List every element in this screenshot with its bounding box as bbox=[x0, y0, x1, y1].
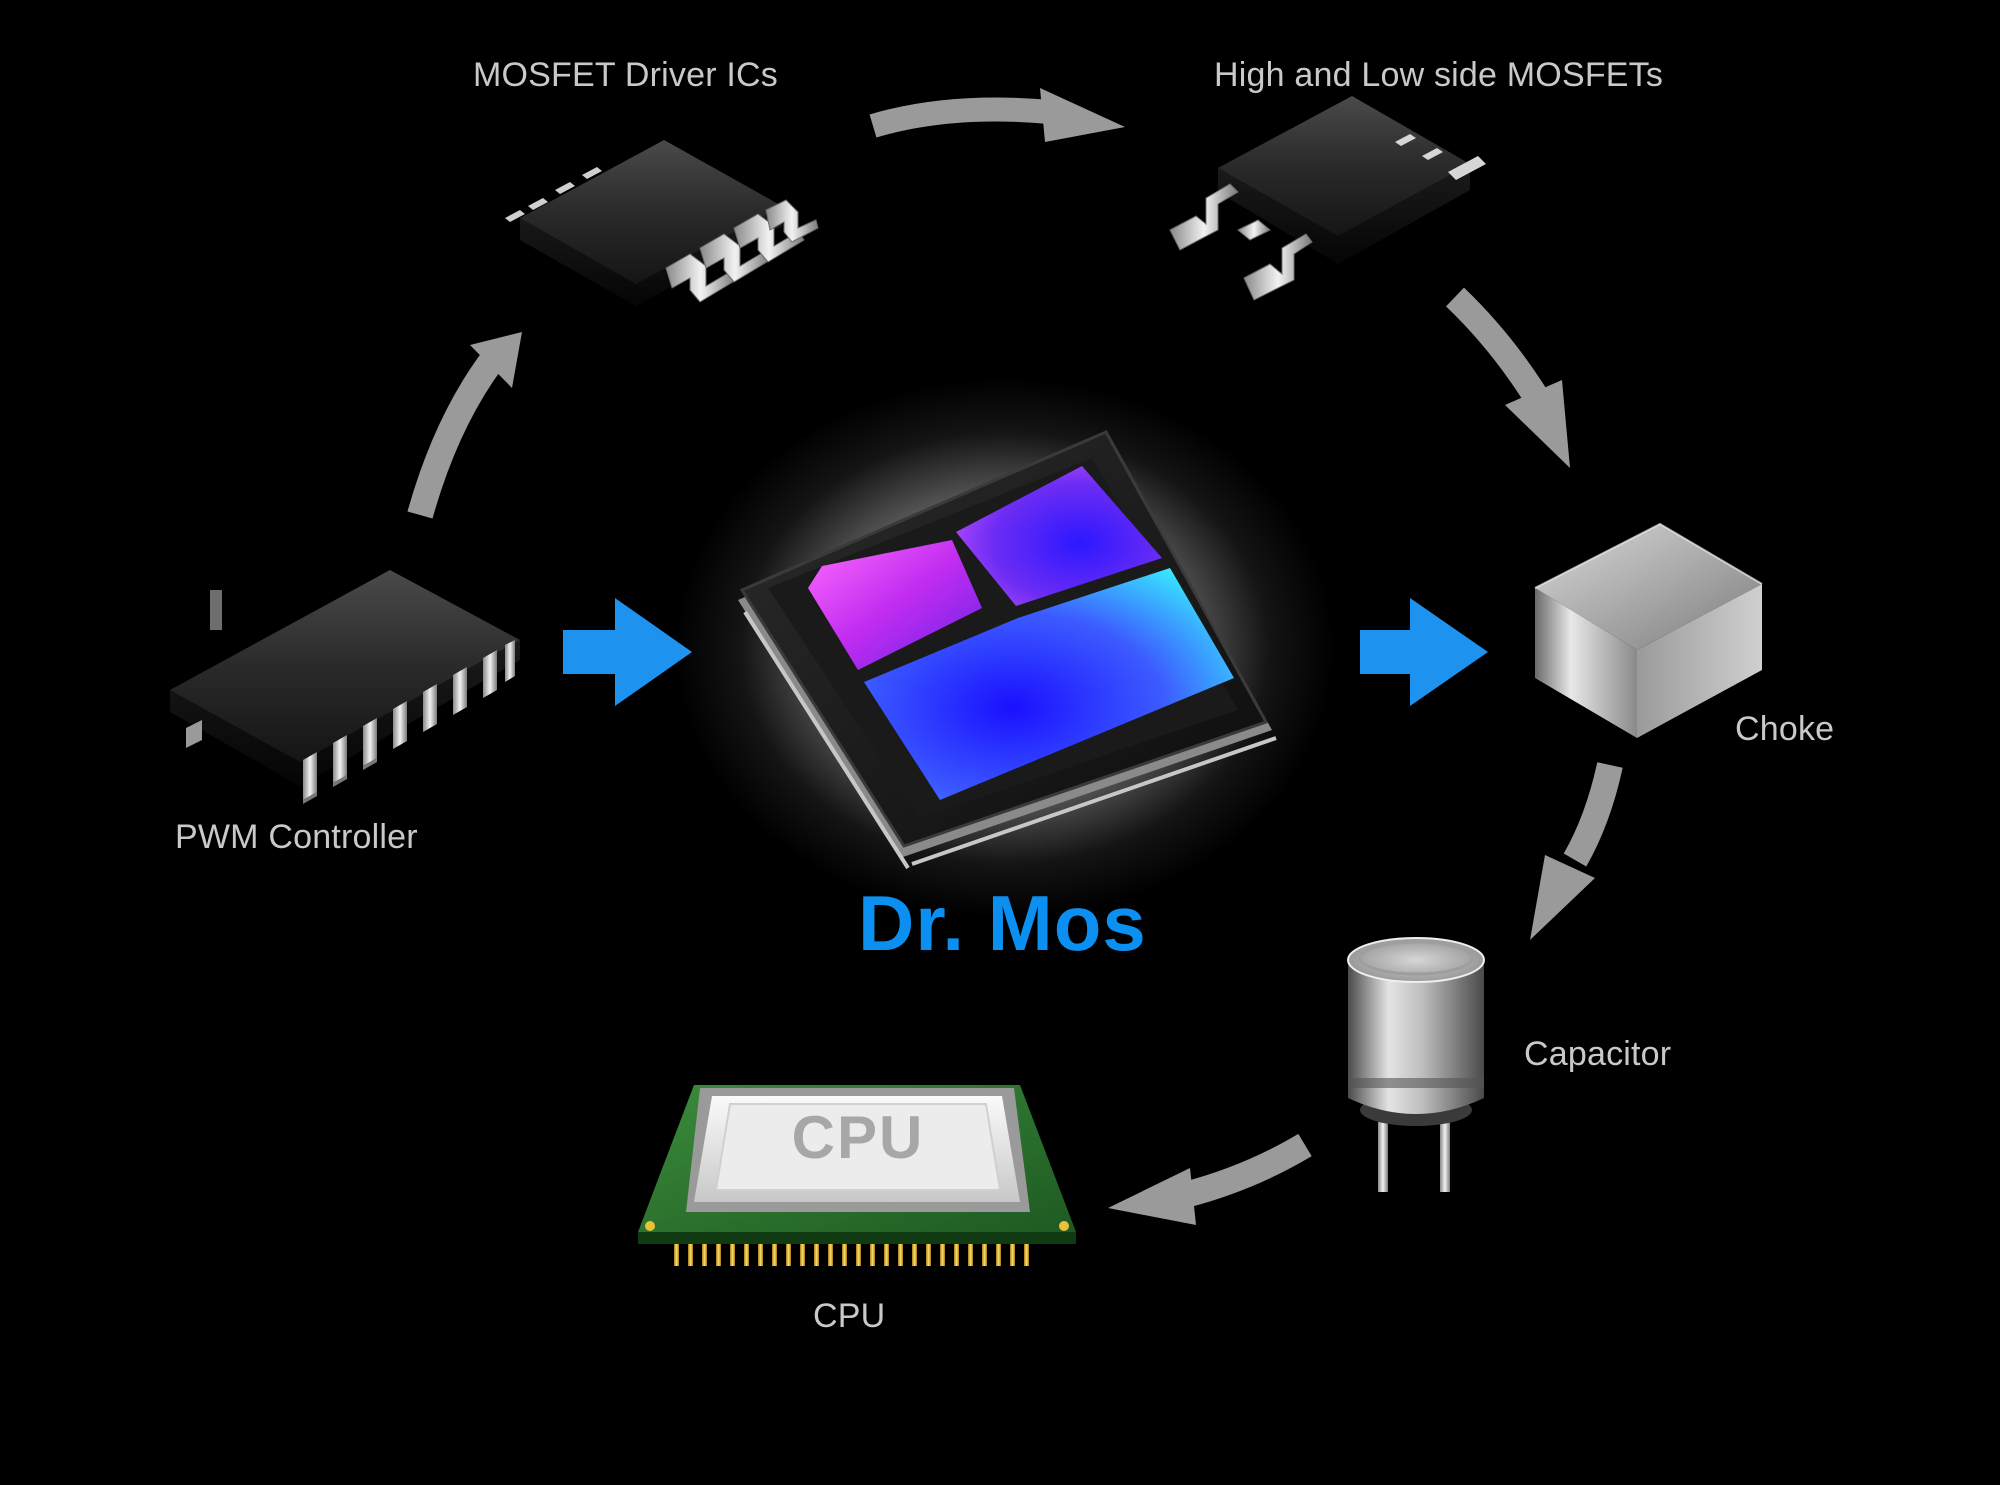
pwm-controller-icon bbox=[170, 570, 520, 804]
flow-arrow-mosfet-to-choke bbox=[1446, 287, 1570, 468]
cpu-icon: CPU bbox=[638, 1085, 1076, 1266]
choke-icon bbox=[1534, 522, 1763, 738]
cpu-chip-marking: CPU bbox=[792, 1104, 925, 1171]
label-high-low-side-mosfets: High and Low side MOSFETs bbox=[1214, 56, 1664, 94]
blue-arrow-pwm-to-drmos bbox=[563, 598, 692, 706]
label-cpu: CPU bbox=[813, 1297, 886, 1335]
flow-arrow-driver-to-mosfet bbox=[869, 88, 1125, 142]
mosfet-icon bbox=[1169, 96, 1486, 301]
label-capacitor: Capacitor bbox=[1524, 1035, 1672, 1073]
flow-arrow-choke-to-capacitor bbox=[1530, 762, 1623, 940]
label-mosfet-driver-ics: MOSFET Driver ICs bbox=[473, 56, 779, 94]
capacitor-icon bbox=[1347, 937, 1485, 1192]
flow-arrow-capacitor-to-cpu bbox=[1108, 1133, 1312, 1225]
flow-arrow-pwm-to-driver bbox=[407, 332, 522, 519]
mosfet-driver-ic-icon bbox=[505, 140, 819, 306]
dr-mos-chip-icon bbox=[675, 378, 1335, 918]
blue-arrow-drmos-to-choke bbox=[1360, 598, 1488, 706]
dr-mos-title: Dr. Mos bbox=[858, 879, 1147, 967]
label-choke: Choke bbox=[1735, 710, 1835, 748]
label-pwm-controller: PWM Controller bbox=[175, 818, 418, 856]
